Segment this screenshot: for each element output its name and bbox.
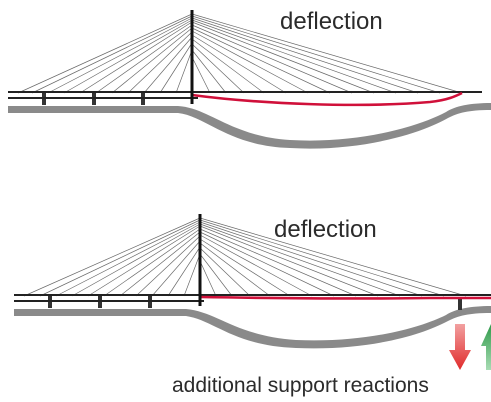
bottom-deflected-deck	[199, 295, 491, 300]
top-ground	[8, 103, 491, 149]
bottom-ground	[14, 306, 491, 349]
bottom-cables	[23, 217, 467, 297]
top-deck	[8, 91, 482, 99]
support-reaction-up-arrow	[481, 324, 491, 370]
support-reaction-down-arrow	[449, 324, 471, 370]
top-deflected-deck	[191, 91, 463, 107]
top-panel	[8, 10, 491, 149]
deflection-label-bottom: deflection	[274, 216, 377, 243]
bottom-deck	[14, 294, 491, 302]
support-reactions-label: additional support reactions	[172, 374, 429, 397]
deflection-label-top: deflection	[280, 8, 383, 35]
top-cables	[17, 13, 463, 94]
bottom-panel	[14, 214, 491, 370]
